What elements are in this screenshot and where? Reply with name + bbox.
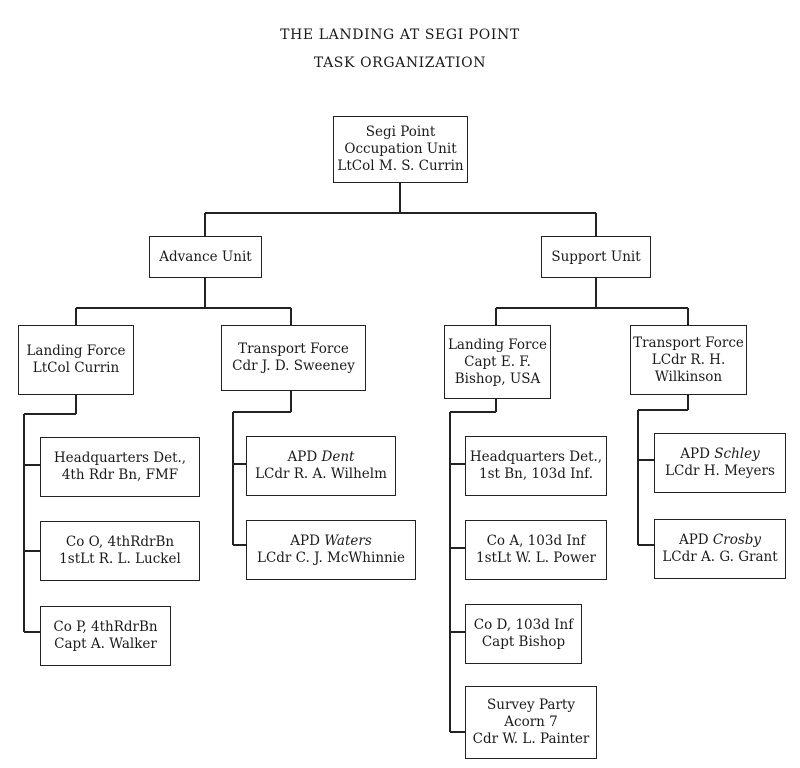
node-segi-point-occupation-unit: Segi Point Occupation Unit LtCol M. S. C… <box>333 116 468 183</box>
node-support-landing-force: Landing Force Capt E. F. Bishop, USA <box>444 325 551 399</box>
node-co-a-103d-inf: Co A, 103d Inf 1stLt W. L. Power <box>465 520 607 580</box>
node-advance-unit: Advance Unit <box>149 236 262 278</box>
ship-name: Waters <box>324 533 372 549</box>
node-hq-det-1st-bn-103d-inf: Headquarters Det., 1st Bn, 103d Inf. <box>465 436 607 496</box>
node-support-transport-force: Transport Force LCdr R. H. Wilkinson <box>630 325 747 395</box>
node-apd-waters: APD Waters LCdr C. J. McWhinnie <box>246 520 416 580</box>
node-co-p-4th-rdr-bn: Co P, 4thRdrBn Capt A. Walker <box>40 606 171 666</box>
node-apd-dent: APD Dent LCdr R. A. Wilhelm <box>246 436 396 496</box>
node-apd-crosby: APD Crosby LCdr A. G. Grant <box>654 519 786 579</box>
node-advance-landing-force: Landing Force LtCol Currin <box>18 325 134 395</box>
ship-name: Dent <box>321 449 355 465</box>
node-advance-transport-force: Transport Force Cdr J. D. Sweeney <box>221 325 366 391</box>
node-co-o-4th-rdr-bn: Co O, 4thRdrBn 1stLt R. L. Luckel <box>40 521 200 581</box>
node-support-unit: Support Unit <box>541 236 651 278</box>
node-co-d-103d-inf: Co D, 103d Inf Capt Bishop <box>465 604 582 664</box>
ship-name: Schley <box>714 446 760 462</box>
node-apd-schley: APD Schley LCdr H. Meyers <box>654 433 786 493</box>
node-hq-det-4th-rdr-bn: Headquarters Det., 4th Rdr Bn, FMF <box>40 437 200 497</box>
ship-name: Crosby <box>712 532 762 548</box>
diagram-subtitle: TASK ORGANIZATION <box>313 55 487 71</box>
diagram-title: THE LANDING AT SEGI POINT <box>280 27 520 43</box>
node-survey-party-acorn-7: Survey Party Acorn 7 Cdr W. L. Painter <box>465 686 597 759</box>
